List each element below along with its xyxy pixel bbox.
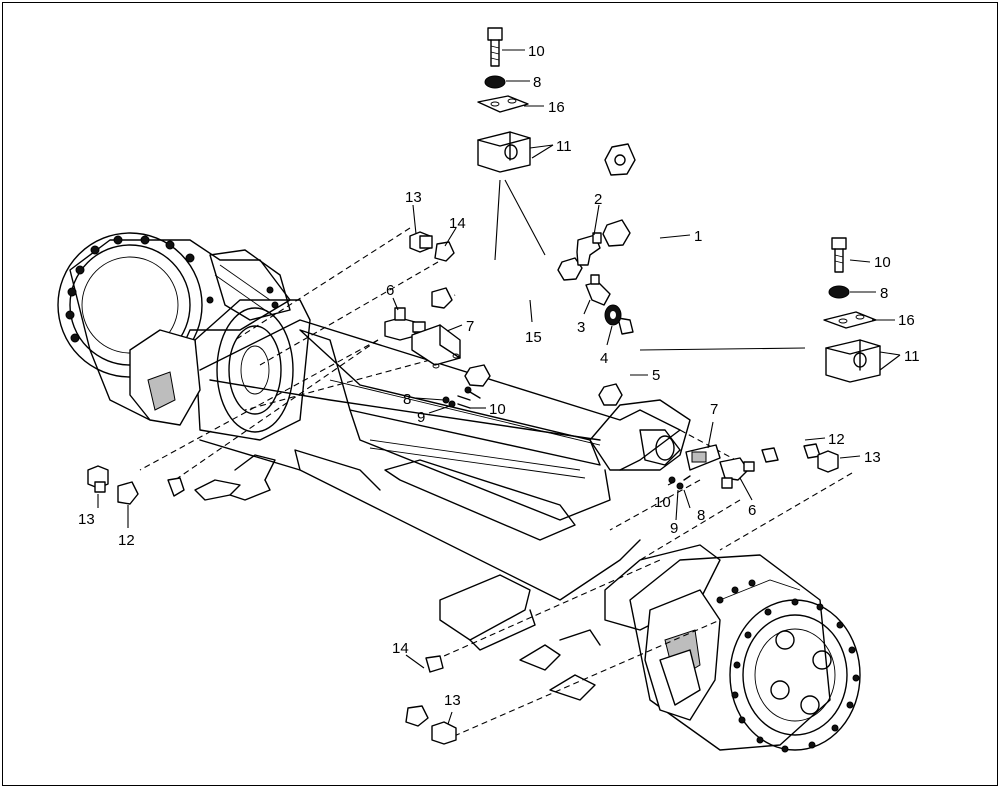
pipe-part-5: [598, 317, 637, 406]
seal-part-4: [604, 304, 622, 326]
callout-2: 2: [594, 191, 602, 208]
bracket-part-7-right: [685, 444, 721, 471]
callout-11-top: 11: [556, 138, 572, 155]
pipe-part-14-upper: [431, 241, 482, 309]
axle-frame: [194, 299, 721, 701]
fitting-part-13-lower: [431, 721, 457, 745]
hose-part-1: [602, 143, 752, 290]
callout-13-lower: 13: [444, 692, 461, 709]
pipe-part-14-lower: [387, 655, 444, 727]
callout-9-mid: 9: [417, 409, 425, 426]
callout-16-right: 16: [898, 312, 915, 329]
bracket-part-7-left: [411, 324, 461, 369]
callout-1: 1: [694, 228, 702, 245]
callout-9-low: 9: [670, 520, 678, 537]
pipe-part-15: [464, 257, 583, 387]
leader-lines: [97, 49, 901, 725]
right-hub-studs: [731, 598, 860, 753]
tee-part-6-left: [384, 307, 426, 341]
tee-part-3: [585, 274, 611, 306]
clamp-stack-right: [823, 237, 881, 383]
callout-14-lower: 14: [392, 640, 409, 657]
clamp-stack-top: [477, 27, 531, 173]
callout-10-low: 10: [654, 494, 671, 511]
dashed-routing-lines: [139, 227, 853, 741]
callout-13-upper: 13: [405, 189, 422, 206]
callout-7-left: 7: [466, 318, 474, 335]
callout-6-right: 6: [748, 502, 756, 519]
fitting-part-13-left: [87, 465, 109, 493]
callout-10-right: 10: [874, 254, 891, 271]
left-wheel-hub: [57, 232, 291, 426]
callout-6-left: 6: [386, 282, 394, 299]
callout-13-left: 13: [78, 511, 95, 528]
callout-8-top: 8: [533, 74, 541, 91]
callout-14-upper: 14: [449, 215, 466, 232]
callout-5: 5: [652, 367, 660, 384]
fitting-part-13-right: [817, 450, 839, 473]
callout-8-right: 8: [880, 285, 888, 302]
callout-10-mid: 10: [489, 401, 506, 418]
pipe-part-12-right: [761, 443, 821, 463]
callout-4: 4: [600, 350, 608, 367]
callout-12-left: 12: [118, 532, 135, 549]
callout-3: 3: [577, 319, 585, 336]
pipe-part-12-left: [117, 477, 185, 505]
callout-labels: 10 8 16 11 2 1 10 8 16 11 13 14 6 7 15 3…: [78, 43, 920, 709]
elbow-part-2: [576, 232, 602, 266]
fitting-part-13-upper: [409, 231, 433, 253]
bolts-parts-8-9-10-mid: [442, 386, 481, 409]
callout-8-mid: 8: [403, 391, 411, 408]
callout-13-right: 13: [864, 449, 881, 466]
callout-16-top: 16: [548, 99, 565, 116]
callout-15: 15: [525, 329, 542, 346]
callout-8-low: 8: [697, 507, 705, 524]
callout-7-right: 7: [710, 401, 718, 418]
callout-11-right: 11: [904, 348, 920, 365]
callout-12-right: 12: [828, 431, 845, 448]
callout-10-top: 10: [528, 43, 545, 60]
right-wheel-hub: [629, 554, 861, 753]
tee-part-6-right: [719, 457, 755, 489]
